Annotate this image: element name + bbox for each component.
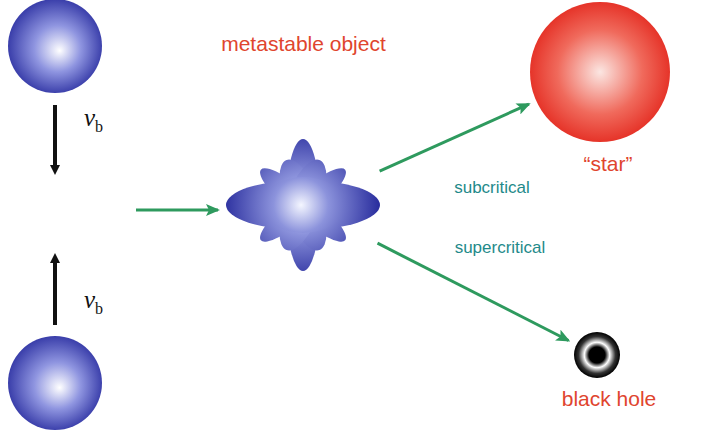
metastable-object: metastable object [226, 138, 381, 273]
black-hole-disc [573, 331, 621, 379]
edge-label: subcritical [452, 178, 532, 198]
velocity-label: vb [84, 286, 103, 318]
collision-arrow [136, 209, 218, 212]
metastable-shape [226, 138, 381, 273]
colliding-sphere [8, 0, 102, 93]
node-heading: metastable object [221, 32, 386, 56]
node-heading: black hole [562, 387, 657, 411]
edge-label: supercritical [453, 238, 548, 258]
velocity-label: vb [84, 104, 103, 136]
star-sphere [530, 2, 670, 142]
black-hole-node: black hole [573, 331, 621, 379]
star-node: “star” [530, 2, 670, 142]
transition-arrow [380, 104, 529, 171]
colliding-sphere [8, 336, 102, 430]
velocity-arrow [53, 258, 57, 325]
node-heading: “star” [584, 152, 633, 176]
velocity-arrow [53, 105, 57, 170]
